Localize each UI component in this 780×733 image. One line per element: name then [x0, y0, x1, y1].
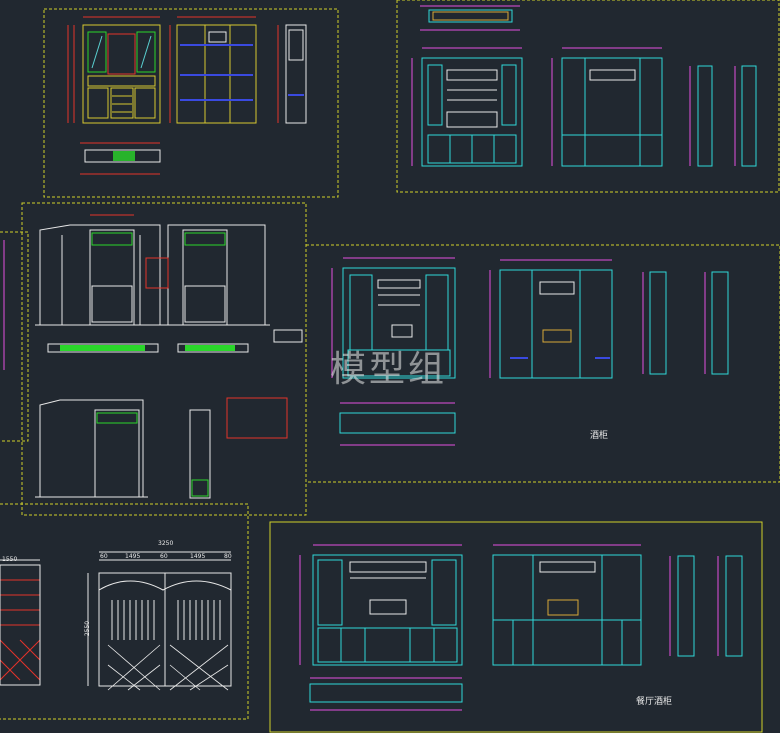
dimension-part-1: 60	[100, 553, 108, 560]
dimension-part-2: 1495	[125, 553, 141, 560]
dimension-left: 1550	[2, 556, 18, 563]
dimension-height: 2550	[84, 620, 92, 637]
bottom-left-elevation	[87, 551, 232, 691]
title-wine-cabinet: 酒柜	[590, 431, 609, 441]
watermark: 模型组	[330, 349, 448, 390]
title-dining-wine-cabinet: 餐厅酒柜	[636, 697, 673, 707]
dining-cabinet-elevations	[299, 544, 743, 711]
dimension-total: 3250	[158, 540, 174, 547]
solid-frame-dining	[269, 521, 763, 733]
middle-right-elevations	[331, 257, 729, 446]
dimension-part-3: 60	[160, 553, 168, 560]
bottle-rack	[111, 600, 221, 640]
middle-left-elevations	[35, 214, 303, 499]
dimension-part-5: 80	[224, 553, 232, 560]
top-right-elevations	[411, 5, 757, 167]
left-edge-fragments	[0, 240, 41, 686]
top-left-elevations	[67, 16, 307, 175]
dimension-part-4: 1495	[190, 553, 206, 560]
